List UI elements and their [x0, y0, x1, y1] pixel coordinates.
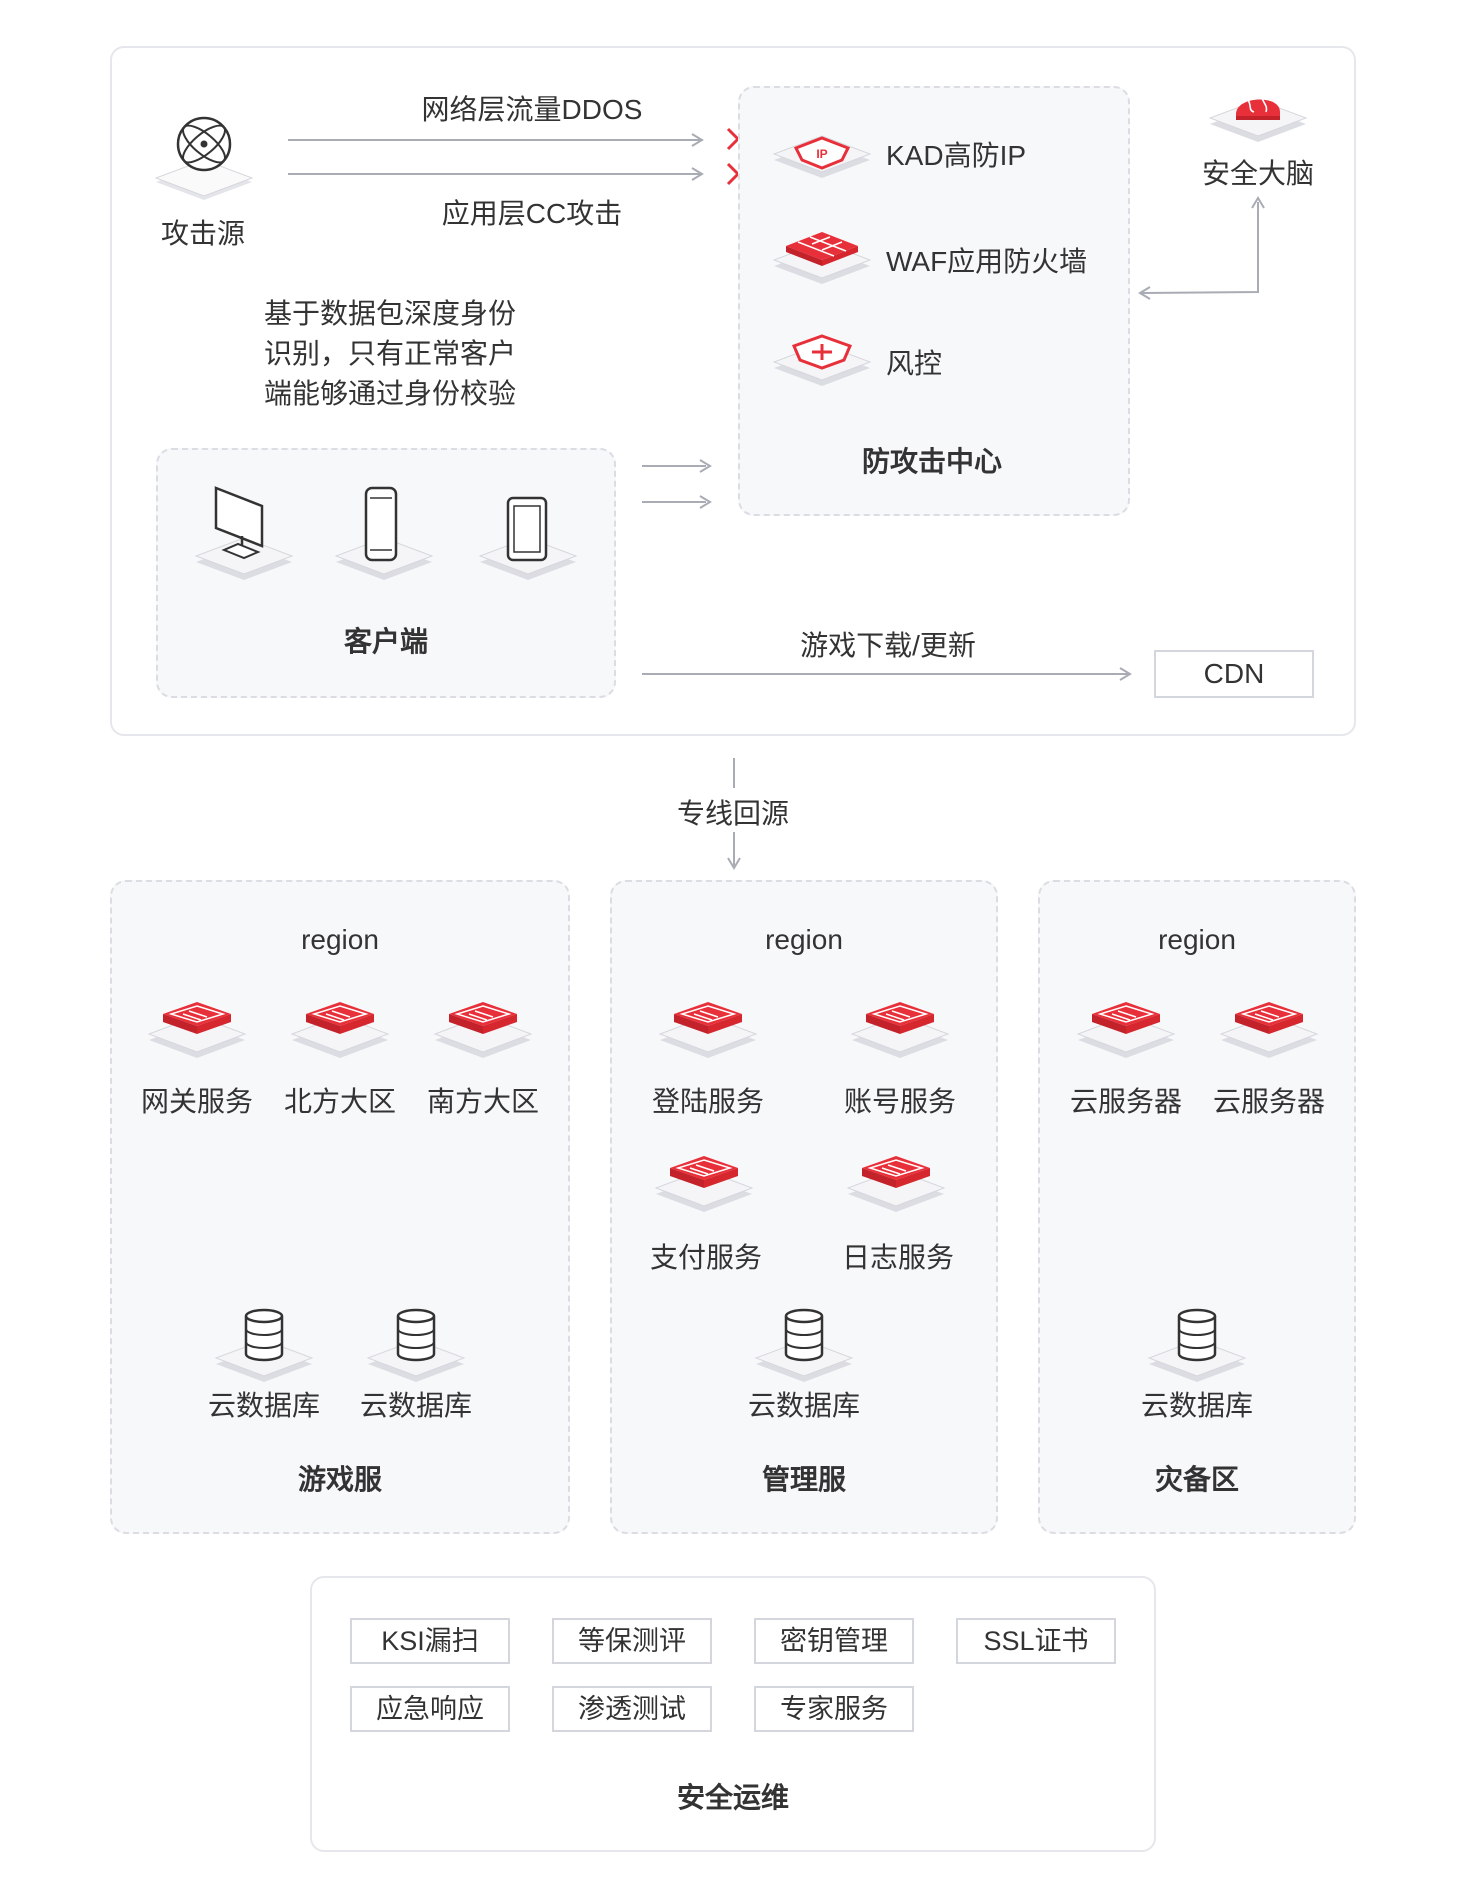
defense-item-label: WAF应用防火墙	[886, 246, 1088, 277]
shield-ip-icon: IP	[772, 120, 872, 189]
region-label: region	[301, 924, 379, 955]
identity-note-line: 识别，只有正常客户	[264, 338, 517, 369]
region-label: region	[765, 924, 843, 955]
server-icon	[846, 1150, 946, 1219]
ops-tag: 渗透测试	[552, 1686, 712, 1732]
client-label: 客户端	[343, 626, 429, 657]
ddos-label: 网络层流量DDOS	[421, 94, 643, 125]
service-label: 账号服务	[843, 1086, 957, 1117]
tablet-icon	[478, 484, 578, 589]
server-icon	[850, 996, 950, 1065]
defense-item-label: 风控	[886, 348, 943, 379]
service-label: 网关服务	[140, 1086, 254, 1117]
region-title: 游戏服	[297, 1464, 383, 1495]
service-label: 云服务器	[1212, 1086, 1326, 1117]
region-title: 灾备区	[1154, 1464, 1240, 1495]
database-label: 云数据库	[1140, 1390, 1254, 1421]
cdn-box: CDN	[1154, 650, 1314, 698]
server-icon	[1219, 996, 1319, 1065]
download-label: 游戏下载/更新	[800, 630, 976, 661]
ops-tag: 专家服务	[754, 1686, 914, 1732]
ops-tag: 等保测评	[552, 1618, 712, 1664]
service-label: 北方大区	[283, 1086, 397, 1117]
download-arrow	[642, 667, 1132, 681]
ops-tag: KSI漏扫	[350, 1618, 510, 1664]
client-arrow	[642, 495, 712, 509]
server-icon	[658, 996, 758, 1065]
region-label: region	[1158, 924, 1236, 955]
svg-text:IP: IP	[816, 147, 827, 161]
server-icon	[290, 996, 390, 1065]
service-label: 南方大区	[426, 1086, 540, 1117]
server-icon	[147, 996, 247, 1065]
region-title: 管理服	[761, 1464, 847, 1495]
ops-tag: SSL证书	[956, 1618, 1116, 1664]
service-label: 支付服务	[649, 1242, 763, 1273]
database-label: 云数据库	[747, 1390, 861, 1421]
defense-center-title: 防攻击中心	[861, 446, 1003, 477]
database-icon	[1147, 1306, 1247, 1389]
ddos-arrow	[288, 133, 704, 147]
database-icon	[366, 1306, 466, 1389]
database-icon	[754, 1306, 854, 1389]
identity-note-line: 基于数据包深度身份	[264, 298, 517, 329]
security-ops-title: 安全运维	[676, 1782, 790, 1813]
server-icon	[433, 996, 533, 1065]
cc-label: 应用层CC攻击	[441, 198, 623, 229]
brain-connector	[1138, 196, 1265, 300]
link-line	[733, 758, 735, 788]
service-label: 登陆服务	[651, 1086, 765, 1117]
attack-source-label: 攻击源	[160, 218, 246, 249]
phone-icon	[334, 484, 434, 589]
monitor-icon	[194, 484, 294, 589]
server-icon	[654, 1150, 754, 1219]
client-arrow	[642, 459, 712, 473]
security-brain-label: 安全大脑	[1201, 158, 1315, 189]
service-label: 云服务器	[1069, 1086, 1183, 1117]
link-label: 专线回源	[676, 798, 790, 829]
database-label: 云数据库	[207, 1390, 321, 1421]
service-label: 日志服务	[841, 1242, 955, 1273]
database-label: 云数据库	[359, 1390, 473, 1421]
region-box-game	[110, 880, 570, 1534]
shield-cross-icon	[772, 326, 872, 395]
region-box-dr	[1038, 880, 1356, 1534]
database-icon	[214, 1306, 314, 1389]
cc-arrow	[288, 167, 704, 181]
defense-item-label: KAD高防IP	[886, 140, 1027, 171]
firewall-icon	[772, 224, 872, 293]
region-box-management	[610, 880, 998, 1534]
server-icon	[1076, 996, 1176, 1065]
identity-note-line: 端能够通过身份校验	[264, 378, 517, 409]
brain-icon	[1208, 84, 1308, 149]
ops-tag: 密钥管理	[754, 1618, 914, 1664]
link-arrow	[727, 832, 741, 870]
globe-icon	[152, 112, 256, 207]
ops-tag: 应急响应	[350, 1686, 510, 1732]
